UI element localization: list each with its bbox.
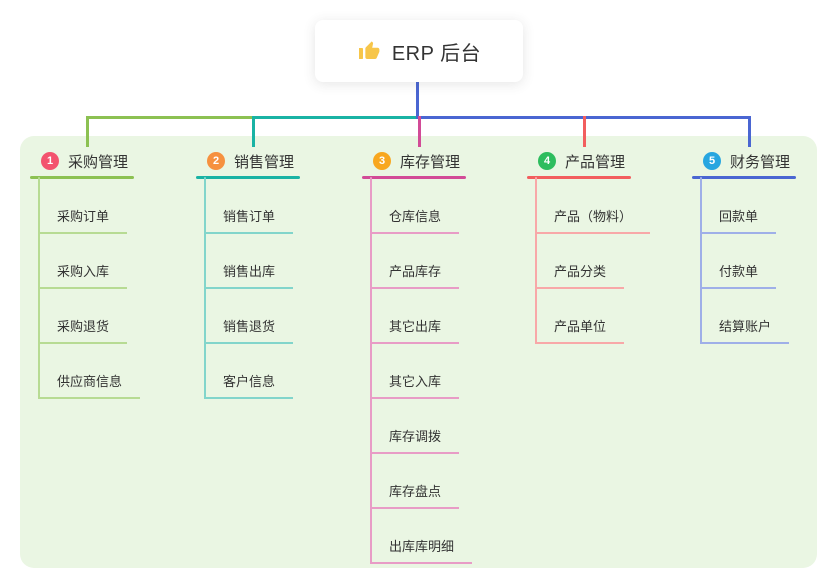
branch-item[interactable]: 其它入库	[362, 344, 522, 399]
branch-node[interactable]: 4 产品管理	[527, 146, 687, 176]
branch-node[interactable]: 2 销售管理	[196, 146, 356, 176]
branch-item-label: 付款单	[700, 261, 777, 289]
branch-item-label: 销售退货	[204, 316, 294, 344]
branch-drop-line	[583, 116, 586, 147]
branch-underline	[196, 176, 300, 179]
branch-connector-line	[535, 177, 537, 344]
branch-item[interactable]: 产品单位	[527, 289, 687, 344]
branch-item[interactable]: 出库库明细	[362, 509, 522, 564]
branch-number-badge: 2	[207, 152, 225, 170]
branch-title: 采购管理	[68, 153, 129, 171]
branch-title: 销售管理	[234, 153, 295, 171]
branch-item[interactable]: 采购订单	[30, 179, 190, 234]
branch-item[interactable]: 产品分类	[527, 234, 687, 289]
bus-segment-green	[86, 116, 252, 119]
branch-item-label: 产品库存	[370, 261, 460, 289]
root-connector-line	[416, 82, 419, 119]
branch-number-badge: 5	[703, 152, 721, 170]
branch-item-label: 销售订单	[204, 206, 294, 234]
branch-item-label: 库存调拨	[370, 426, 460, 454]
branch-item-label: 其它出库	[370, 316, 460, 344]
branch-number-badge: 4	[538, 152, 556, 170]
branch-column-2: 2 销售管理 销售订单销售出库销售退货客户信息	[196, 146, 356, 399]
branch-node[interactable]: 1 采购管理	[30, 146, 190, 176]
branch-item[interactable]: 销售订单	[196, 179, 356, 234]
branch-column-1: 1 采购管理 采购订单采购入库采购退货供应商信息	[30, 146, 190, 399]
branch-item[interactable]: 产品（物料）	[527, 179, 687, 234]
branch-node[interactable]: 5 财务管理	[692, 146, 839, 176]
bus-segment-teal	[252, 116, 416, 119]
branch-title: 财务管理	[730, 153, 791, 171]
branch-column-4: 4 产品管理 产品（物料） 产品分类产品单位	[527, 146, 687, 344]
branch-item-label: 库存盘点	[370, 481, 460, 509]
branch-item[interactable]: 库存调拨	[362, 399, 522, 454]
branch-items: 销售订单销售出库销售退货客户信息	[196, 179, 356, 399]
branch-node[interactable]: 3 库存管理	[362, 146, 522, 176]
branch-item[interactable]: 结算账户	[692, 289, 839, 344]
branch-item[interactable]: 销售出库	[196, 234, 356, 289]
branch-underline	[527, 176, 631, 179]
branch-item[interactable]: 回款单	[692, 179, 839, 234]
branch-connector-line	[370, 177, 372, 564]
branch-item[interactable]: 仓库信息	[362, 179, 522, 234]
branch-items: 产品（物料） 产品分类产品单位	[527, 179, 687, 344]
branch-item[interactable]: 销售退货	[196, 289, 356, 344]
root-node[interactable]: ERP 后台	[315, 20, 523, 82]
branch-item-label: 产品分类	[535, 261, 625, 289]
branch-item-label: 采购入库	[38, 261, 128, 289]
branch-item[interactable]: 库存盘点	[362, 454, 522, 509]
branch-item-label: 供应商信息	[38, 371, 141, 399]
branch-item-label: 结算账户	[700, 316, 790, 344]
branch-underline	[692, 176, 796, 179]
branch-drop-line	[418, 116, 421, 147]
branch-title: 库存管理	[400, 153, 461, 171]
branch-connector-line	[700, 177, 702, 344]
branch-drop-line	[86, 116, 89, 147]
branch-item-label: 回款单	[700, 206, 777, 234]
branch-item-label: 出库库明细	[370, 536, 473, 564]
branch-connector-line	[204, 177, 206, 399]
branch-number-badge: 1	[41, 152, 59, 170]
branch-items: 仓库信息产品库存其它出库其它入库库存调拨库存盘点出库库明细	[362, 179, 522, 564]
branch-drop-line	[252, 116, 255, 147]
branch-number-badge: 3	[373, 152, 391, 170]
thumbs-up-icon	[357, 39, 381, 63]
branch-items: 采购订单采购入库采购退货供应商信息	[30, 179, 190, 399]
branch-underline	[362, 176, 466, 179]
branch-item-label: 仓库信息	[370, 206, 460, 234]
branch-item[interactable]: 客户信息	[196, 344, 356, 399]
branch-item[interactable]: 采购退货	[30, 289, 190, 344]
branch-item[interactable]: 供应商信息	[30, 344, 190, 399]
root-node-label: ERP 后台	[391, 42, 482, 65]
branch-title: 产品管理	[565, 153, 626, 171]
branch-column-5: 5 财务管理 回款单付款单结算账户	[692, 146, 839, 344]
branch-item[interactable]: 产品库存	[362, 234, 522, 289]
branch-item[interactable]: 采购入库	[30, 234, 190, 289]
branch-column-3: 3 库存管理 仓库信息产品库存其它出库其它入库库存调拨库存盘点出库库明细	[362, 146, 522, 564]
branch-item-label: 销售出库	[204, 261, 294, 289]
branch-item-label: 产品单位	[535, 316, 625, 344]
branch-item-label: 其它入库	[370, 371, 460, 399]
branch-item-label: 采购订单	[38, 206, 128, 234]
branch-item-label: 客户信息	[204, 371, 294, 399]
branch-item[interactable]: 付款单	[692, 234, 839, 289]
branch-connector-line	[38, 177, 40, 399]
branch-item-label: 产品（物料）	[535, 206, 651, 234]
branch-item[interactable]: 其它出库	[362, 289, 522, 344]
branch-underline	[30, 176, 134, 179]
branches-background-panel	[20, 136, 817, 568]
branch-items: 回款单付款单结算账户	[692, 179, 839, 344]
branch-item-label: 采购退货	[38, 316, 128, 344]
branch-drop-line	[748, 116, 751, 147]
